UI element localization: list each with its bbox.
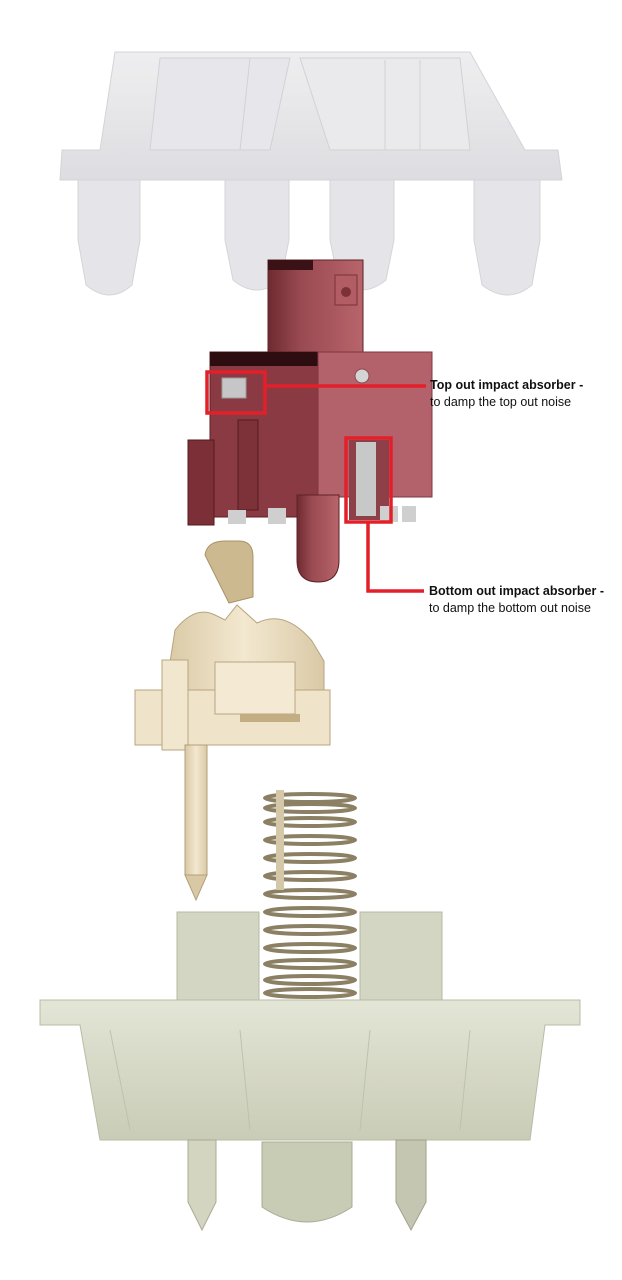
annotation-bottom-out [344,436,424,593]
highlight-box-top-out [205,370,267,415]
callout-title: Bottom out impact absorber - [429,584,605,598]
leaf-contact [134,540,331,902]
callout-description: to damp the top out noise [430,395,572,409]
spring [263,790,357,999]
leader-line-bottom-out [366,522,424,593]
bottom-housing [39,911,581,1232]
annotation-top-out [205,370,426,415]
top-housing [59,51,563,296]
callout-title: Top out impact absorber - [430,378,584,392]
callout-top-out-absorber: Top out impact absorber - to damp the to… [430,377,583,411]
stem [187,259,433,583]
callout-bottom-out-absorber: Bottom out impact absorber - to damp the… [429,583,604,617]
callout-description: to damp the bottom out noise [429,601,591,615]
